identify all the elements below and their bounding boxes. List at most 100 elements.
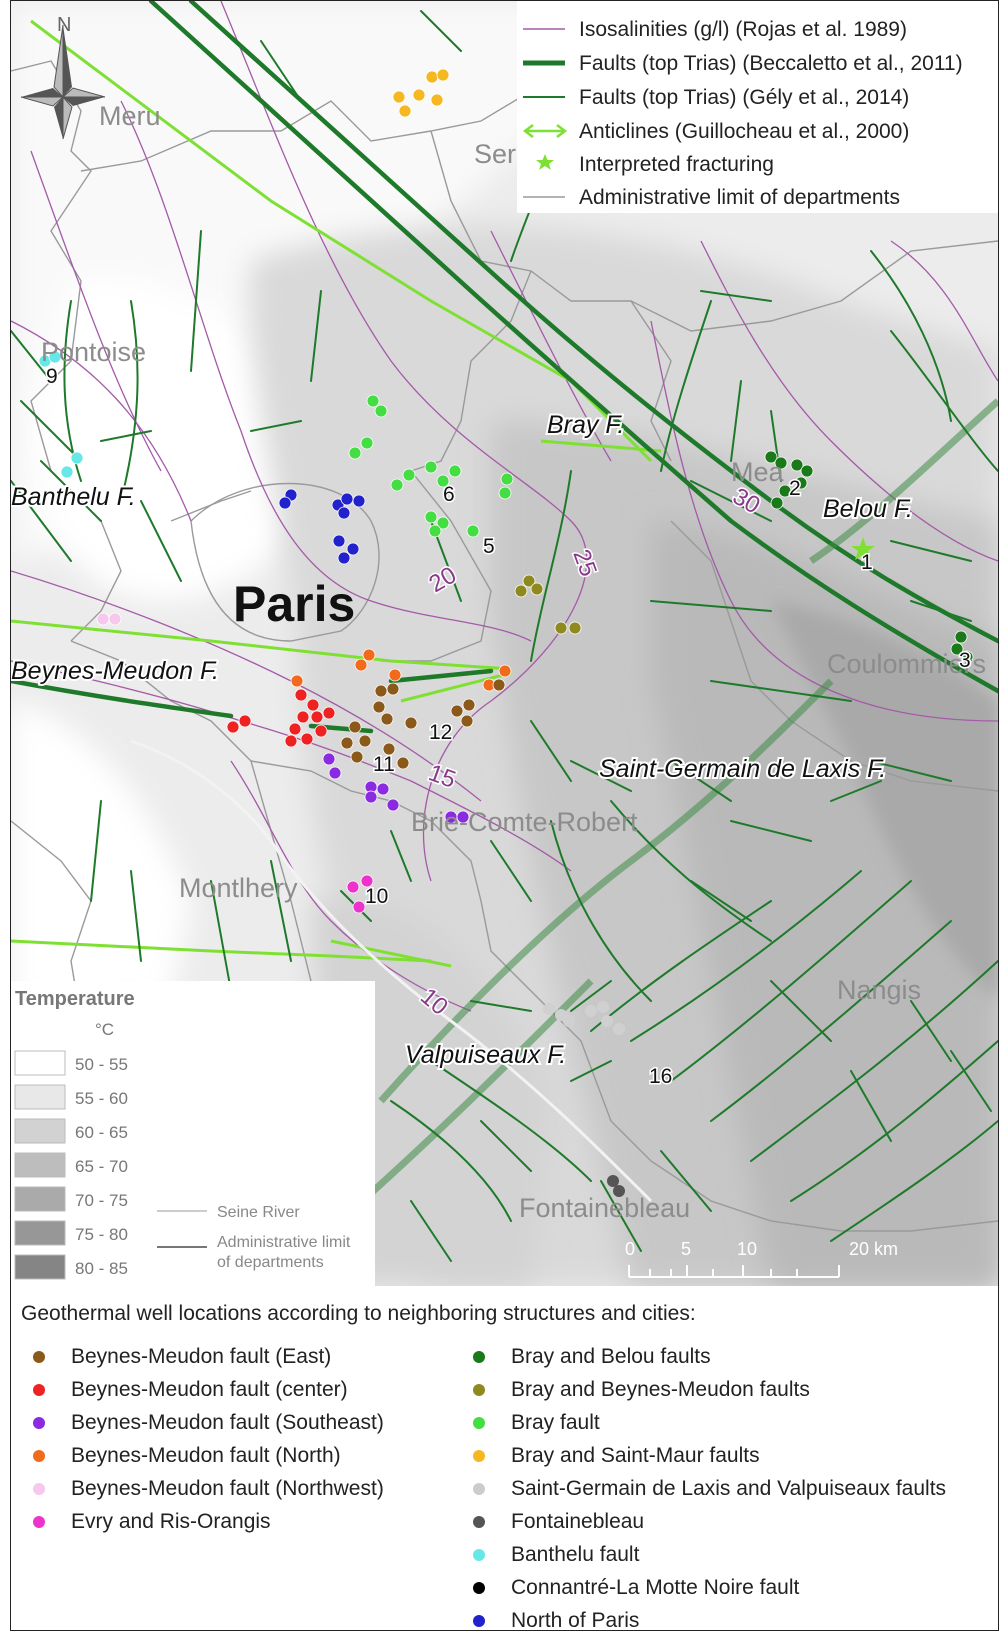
city-montlhery: Montlhery (179, 873, 298, 903)
wells-banthelu (38, 350, 84, 479)
wells-north-paris (278, 488, 366, 565)
well-legend-dot-icon (473, 1549, 485, 1561)
wells-beynes-north (290, 648, 512, 692)
figure-frame: Meru Ser Pontoise Mea Coulommiers Brie-C… (10, 0, 999, 1631)
legend-label-admin: Administrative limit of departments (579, 186, 900, 209)
well-legend-label: Banthelu fault (511, 1543, 640, 1566)
temperature-swatch-label: 75 - 80 (75, 1225, 128, 1244)
legend-admin-label-2: of departments (217, 1254, 324, 1271)
well-number-5: 5 (483, 535, 495, 558)
seine-river (130, 739, 653, 1203)
well-legend-item: Beynes-Meudon fault (North) (33, 1440, 341, 1472)
wells-bray-belou (764, 450, 974, 664)
well-number-3: 3 (959, 649, 971, 672)
well-legend-item: Beynes-Meudon fault (Southeast) (33, 1407, 384, 1439)
city-brie-comte-robert: Brie-Comte-Robert (411, 807, 638, 837)
city-coulommiers: Coulommiers (827, 649, 986, 679)
north-arrow-icon: N (20, 14, 106, 140)
well-legend-item: Banthelu fault (473, 1539, 639, 1571)
well-legend-dot-icon (33, 1450, 45, 1462)
legend-label-isosalinity: Isosalinities (g/l) (Rojas et al. 1989) (579, 18, 907, 41)
temperature-swatch-label: 60 - 65 (75, 1123, 128, 1142)
well-legend-dot-icon (33, 1483, 45, 1495)
wells-bray-saint-maur (392, 68, 450, 118)
well-legend-label: Fontainebleau (511, 1510, 645, 1533)
star-interpreted-fracturing (851, 537, 875, 560)
scale-tick-20: 20 km (849, 1239, 898, 1259)
well-number-12: 12 (429, 721, 452, 744)
well-legend-dot-icon (33, 1384, 45, 1396)
temperature-swatch (14, 1152, 66, 1178)
wells-beynes-east (340, 678, 506, 770)
well-legend-item: Bray and Saint-Maur faults (473, 1440, 760, 1472)
legend-symbol-anticline (522, 124, 568, 138)
temperature-swatch (14, 1186, 66, 1212)
well-legend-dot-icon (473, 1516, 485, 1528)
well-legend-dot-icon (33, 1351, 45, 1363)
well-legend-item: Connantré-La Motte Noire fault (473, 1572, 799, 1604)
wells-evry (346, 874, 374, 914)
well-number-1: 1 (861, 551, 873, 574)
well-legend-dot-icon (473, 1615, 485, 1627)
well-legend-label: Beynes-Meudon fault (center) (71, 1378, 348, 1401)
city-nangis: Nangis (837, 975, 921, 1005)
legend-label-fracturing: Interpreted fracturing (579, 153, 774, 176)
label-beynes-meudon-fault: Beynes-Meudon F. (11, 657, 219, 685)
legend: Isosalinities (g/l) (Rojas et al. 1989) … (517, 1, 998, 213)
well-number-11: 11 (373, 753, 395, 776)
geothermal-map: Meru Ser Pontoise Mea Coulommiers Brie-C… (11, 1, 998, 1286)
well-legend-item: Bray and Belou faults (473, 1341, 711, 1373)
label-bray-fault: Bray F. (547, 411, 624, 439)
well-legend-dot-icon (473, 1483, 485, 1495)
north-label: N (57, 14, 71, 36)
well-legend-dot-icon (473, 1450, 485, 1462)
well-legend-label: Bray and Saint-Maur faults (511, 1444, 760, 1467)
city-fontainebleau: Fontainebleau (519, 1193, 690, 1223)
label-belou-fault: Belou F. (823, 495, 913, 523)
well-legend-dot-icon (473, 1417, 485, 1429)
temperature-legend-title: Temperature (15, 988, 135, 1010)
well-legend-dot-icon (33, 1417, 45, 1429)
city-paris: Paris (233, 576, 355, 632)
anticline-lines (11, 19, 662, 968)
well-legend-item: Beynes-Meudon fault (center) (33, 1374, 348, 1406)
temperature-swatch-label: 65 - 70 (75, 1157, 128, 1176)
city-senlis: Ser (474, 139, 516, 169)
scale-tick-0: 0 (625, 1239, 635, 1259)
isosalinity-lines (11, 1, 998, 1012)
legend-label-fault-thick: Faults (top Trias) (Beccaletto et al., 2… (579, 52, 963, 75)
well-legend-item: Fontainebleau (473, 1506, 644, 1538)
well-legend-label: Connantré-La Motte Noire fault (511, 1576, 800, 1599)
temperature-swatch (14, 1118, 66, 1144)
well-legend-label: Beynes-Meudon fault (Northwest) (71, 1477, 384, 1500)
well-legend-label: Beynes-Meudon fault (Southeast) (71, 1411, 384, 1434)
temperature-swatch (14, 1220, 66, 1246)
well-legend-label: Bray and Belou faults (511, 1345, 711, 1368)
label-valpuiseaux-fault: Valpuiseaux F. (405, 1041, 566, 1069)
well-legend-label: Saint-Germain de Laxis and Valpuiseaux f… (511, 1477, 947, 1500)
legend-label-fault-thin: Faults (top Trias) (Gély et al., 2014) (579, 86, 909, 109)
temperature-swatch (14, 1084, 66, 1110)
well-number-9: 9 (46, 365, 58, 388)
city-pontoise: Pontoise (41, 337, 146, 367)
wells-bray-beynes (514, 574, 582, 635)
well-legend-dot-icon (473, 1582, 485, 1594)
faults-thick (11, 1, 998, 734)
well-legend-dot-icon (33, 1516, 45, 1528)
wells-fontainebleau (607, 1175, 625, 1197)
legend-label-anticline: Anticlines (Guillocheau et al., 2000) (579, 120, 909, 143)
temperature-swatch (14, 1254, 66, 1280)
well-legend-item: Beynes-Meudon fault (Northwest) (33, 1473, 384, 1505)
well-legend-label: Evry and Ris-Orangis (71, 1510, 271, 1533)
well-legend-label: North of Paris (511, 1609, 640, 1631)
well-legend-item: Saint-Germain de Laxis and Valpuiseaux f… (473, 1473, 946, 1505)
city-meaux: Mea (731, 457, 785, 487)
well-number-6: 6 (443, 483, 455, 506)
temperature-swatch (14, 1050, 66, 1076)
well-legend-item: North of Paris (473, 1605, 640, 1631)
wells-stgermain-valpuiseaux (543, 1001, 625, 1035)
well-legend-label: Bray and Beynes-Meudon faults (511, 1378, 810, 1401)
wells-beynes-center (226, 688, 336, 748)
well-legend-item: Bray fault (473, 1407, 600, 1439)
